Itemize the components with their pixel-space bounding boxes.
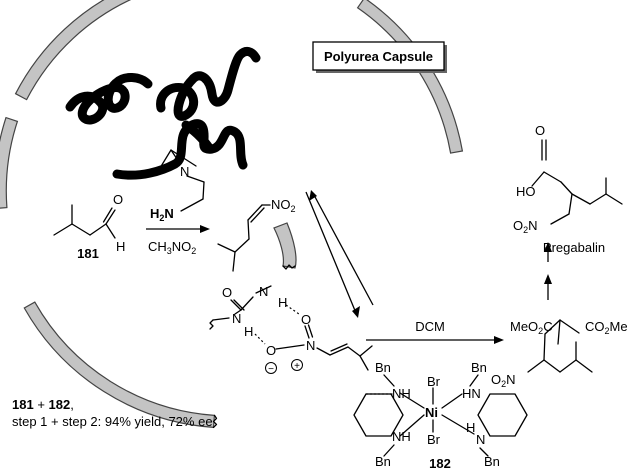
- nitroalkene-no2: NO2: [271, 197, 296, 214]
- conversion-arrows: [544, 242, 552, 300]
- aldehyde-oxygen: O: [113, 192, 123, 207]
- catalyst-nickel: Ni: [425, 405, 438, 420]
- equilibrium-arrows: [305, 190, 374, 318]
- plus-charge: +: [294, 361, 300, 372]
- urea-nitronate-complex: N H O N H O N O + −: [209, 284, 373, 375]
- catalyst-bn-4: Bn: [484, 454, 500, 469]
- dcm-arrow: DCM: [366, 319, 504, 344]
- shell-segment-right-stub: [273, 222, 297, 269]
- catalyst-bn-1: Bn: [375, 360, 391, 375]
- compound-182-label: 182: [429, 456, 451, 471]
- pregabalin-carbonyl-o: O: [535, 123, 545, 138]
- solvent-label: DCM: [415, 319, 445, 334]
- step1-arrow: CH3NO2: [146, 225, 210, 256]
- minus-charge: −: [268, 364, 274, 375]
- polymer-chain-4: [181, 120, 215, 154]
- polymer-chain-3: [112, 119, 248, 180]
- nitro-oxygen-bottom: O: [266, 343, 276, 358]
- compound-181-label: 181: [77, 246, 99, 261]
- catalyst-182: Bn NH Br Ni Br NH Bn Bn HN H N Bn 182: [353, 360, 528, 471]
- capsule-label: Polyurea Capsule: [324, 49, 433, 64]
- shell-broken-edge-right: [282, 264, 296, 270]
- urea-h-bottom: H: [244, 324, 253, 339]
- pregabalin-ho: HO: [516, 184, 536, 199]
- nitro-nitrogen: N: [306, 338, 315, 353]
- pregabalin-nitro: O2N: [513, 218, 538, 235]
- tether-nitrogen: N: [180, 164, 189, 179]
- michael-adduct: MeO2C CO2Me O2N: [491, 319, 628, 389]
- amine-tether: N H2N: [150, 149, 205, 223]
- catalyst-n-4: N: [476, 432, 485, 447]
- aldehyde-181: O H 181: [53, 192, 125, 261]
- catalyst-hn-3: HN: [462, 386, 481, 401]
- polymer-chain-2: [156, 46, 261, 121]
- polymer-chains: [65, 46, 261, 180]
- nitroalkene: NO2: [217, 197, 296, 272]
- tether-amine: H2N: [150, 206, 174, 223]
- catalyst-h-4: H: [466, 420, 475, 435]
- nitro-oxygen-top: O: [301, 312, 311, 327]
- result-line-2: step 1 + step 2: 94% yield, 72% ee: [12, 414, 213, 429]
- shell-segment-top-left: [14, 0, 132, 101]
- urea-nh-top: N: [259, 284, 268, 299]
- catalyst-br-1: Br: [427, 374, 441, 389]
- shell-broken-edge-bottom: [212, 414, 218, 429]
- urea-h-top: H: [278, 295, 287, 310]
- pregabalin-label: Pregabalin: [543, 240, 605, 255]
- result-line-1: 181 + 182,: [12, 397, 74, 412]
- result-text: 181 + 182, step 1 + step 2: 94% yield, 7…: [12, 397, 213, 429]
- catalyst-nh-2: NH: [392, 429, 411, 444]
- aldehyde-hydrogen: H: [116, 239, 125, 254]
- adduct-right-ester: CO2Me: [585, 319, 628, 336]
- pregabalin-structure: O HO O2N Pregabalin: [513, 123, 623, 255]
- capsule-shell: [0, 0, 464, 429]
- catalyst-bn-3: Bn: [471, 360, 487, 375]
- shell-segment-left: [0, 116, 19, 209]
- capsule-label-box: Polyurea Capsule: [312, 41, 447, 73]
- urea-oxygen: O: [222, 285, 232, 300]
- catalyst-bn-2: Bn: [375, 454, 391, 469]
- adduct-nitro: O2N: [491, 372, 516, 389]
- reagent-nitromethane: CH3NO2: [148, 239, 196, 256]
- shell-segment-top-right: [356, 0, 464, 154]
- catalyst-br-2: Br: [427, 432, 441, 447]
- urea-nh-bottom: N: [232, 311, 241, 326]
- polymer-chain-1: [65, 73, 153, 125]
